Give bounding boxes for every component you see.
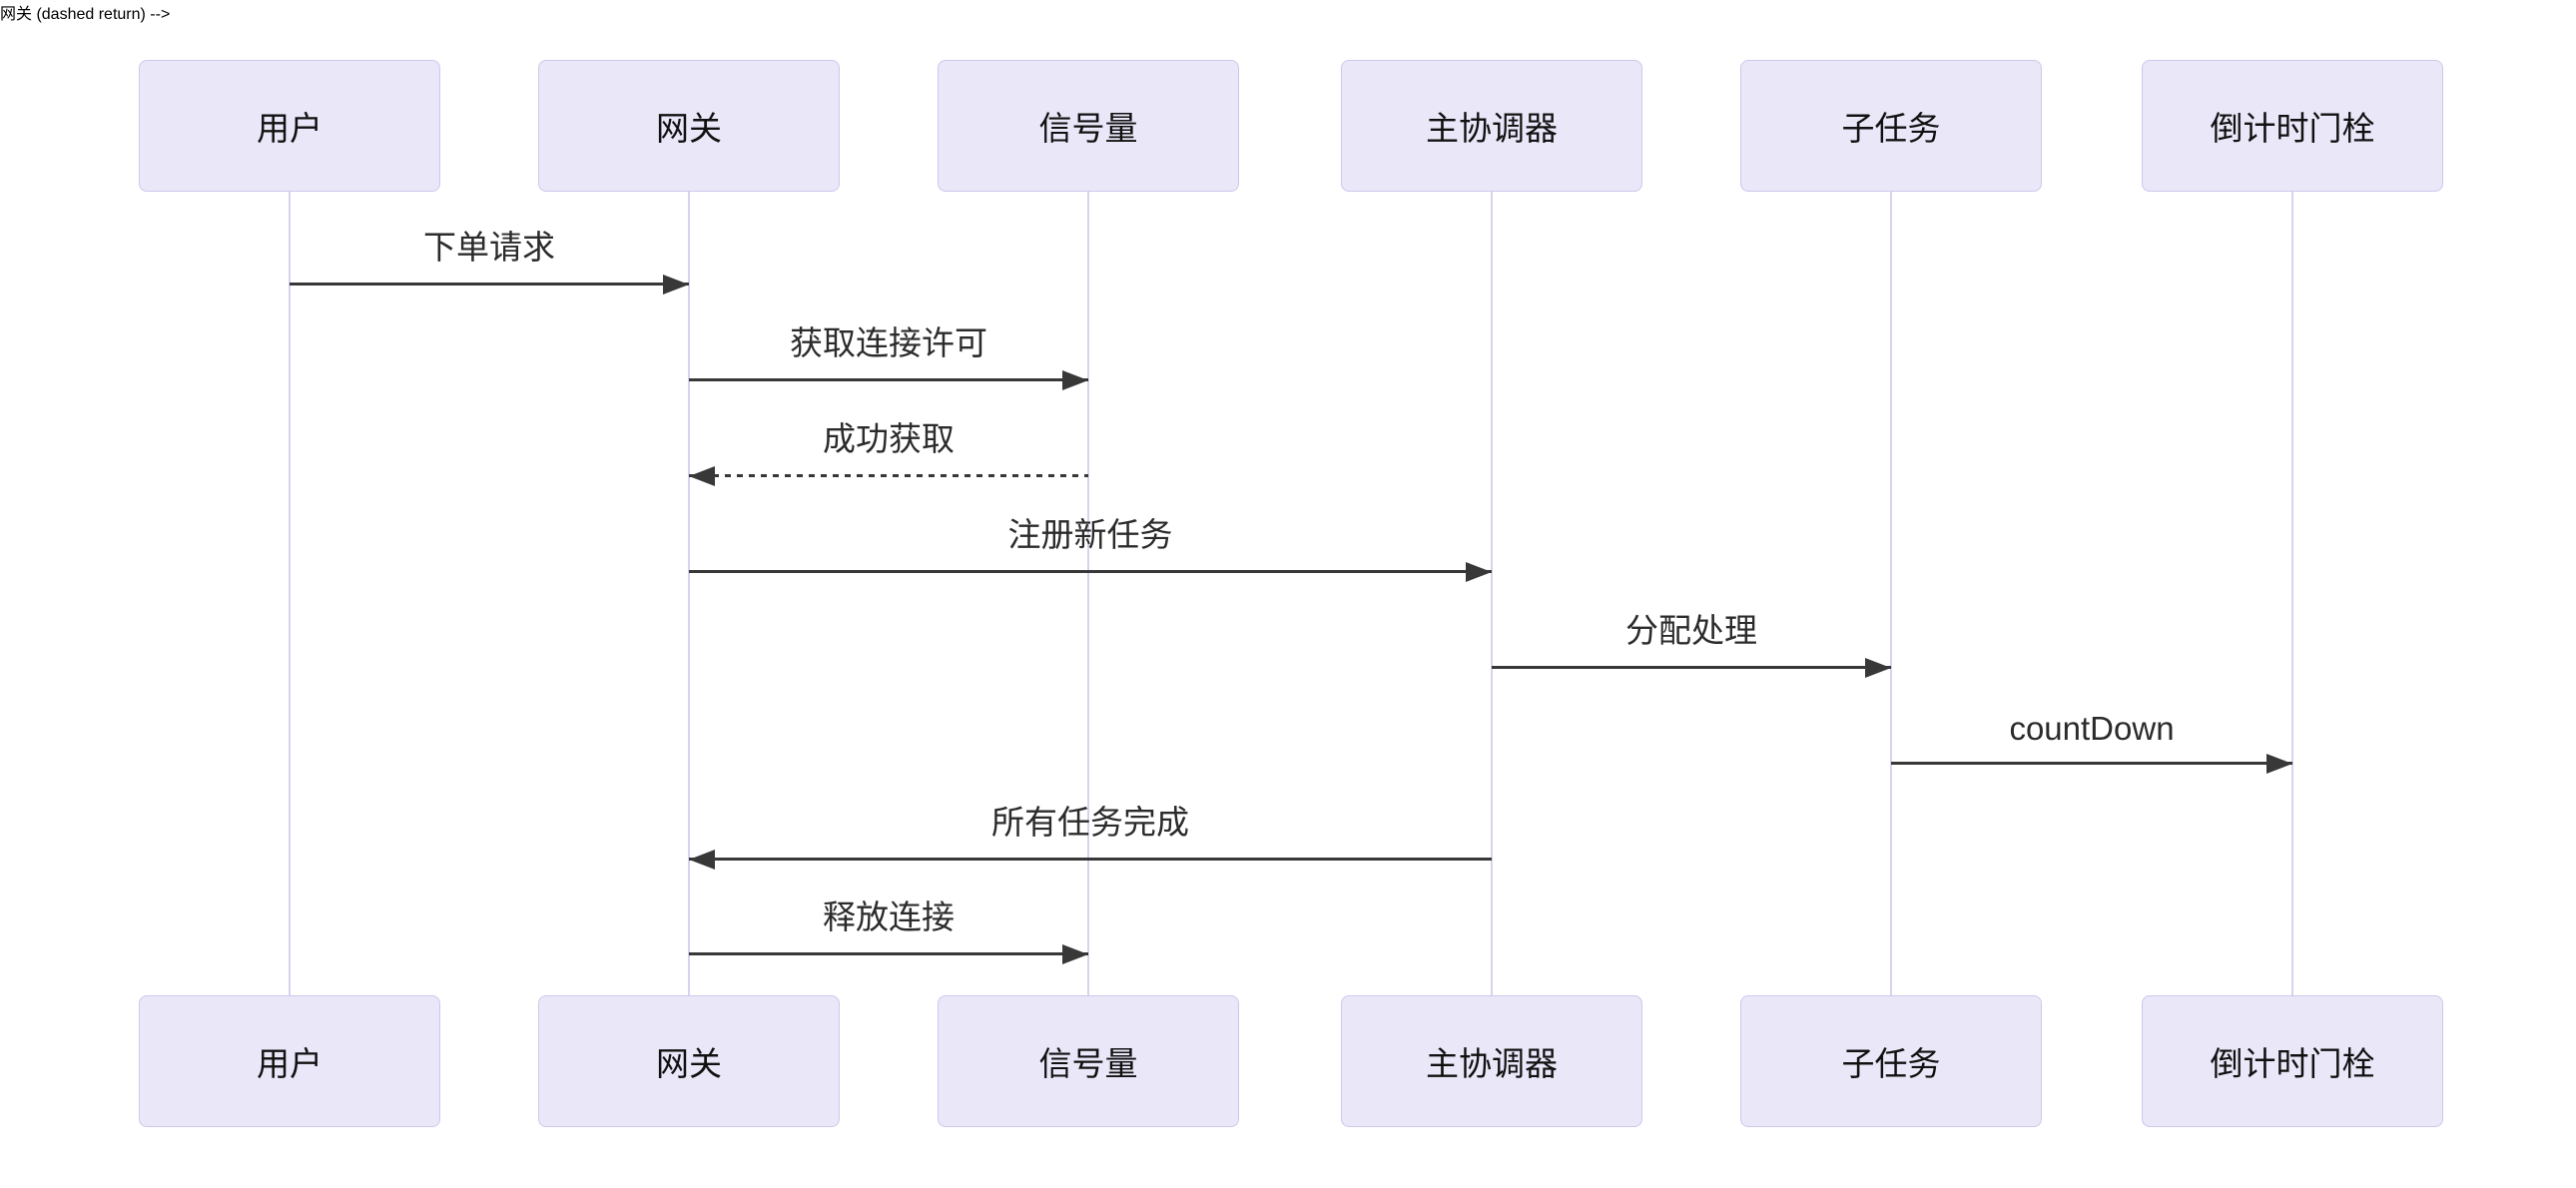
message-register-task: 注册新任务 <box>689 516 1492 582</box>
actor-top-coordinator: 主协调器 <box>1341 60 1642 192</box>
message-all-tasks-done: 所有任务完成 <box>689 804 1492 870</box>
message-release-connection: 释放连接 <box>689 898 1088 964</box>
actor-bottom-subtask: 子任务 <box>1740 995 2042 1127</box>
arrowhead-right-icon <box>1865 657 1891 678</box>
arrowhead-right-icon <box>1062 369 1088 390</box>
actor-top-semaphore: 信号量 <box>938 60 1239 192</box>
actor-bottom-countdown-latch: 倒计时门栓 <box>2142 995 2443 1127</box>
message-line <box>1492 666 1891 669</box>
message-line <box>689 952 1088 955</box>
arrowhead-right-icon <box>1466 561 1492 582</box>
message-line <box>689 858 1492 861</box>
message-line <box>290 283 689 286</box>
arrowhead-right-icon <box>1062 943 1088 964</box>
lifeline-subtask <box>1890 192 1892 995</box>
actor-bottom-semaphore: 信号量 <box>938 995 1239 1127</box>
lifeline-semaphore <box>1087 192 1089 995</box>
lifeline-gateway <box>688 192 690 995</box>
arrowhead-left-icon <box>689 465 715 486</box>
actor-bottom-coordinator: 主协调器 <box>1341 995 1642 1127</box>
message-countdown: countDown <box>1891 710 2292 774</box>
actor-bottom-user: 用户 <box>139 995 440 1127</box>
message-label: countDown <box>2009 710 2175 747</box>
message-label: 分配处理 <box>1625 612 1757 649</box>
lifeline-coordinator <box>1491 192 1493 995</box>
message-line-dashed <box>689 474 1088 477</box>
actor-top-countdown-latch: 倒计时门栓 <box>2142 60 2443 192</box>
message-acquire-permit: 获取连接许可 <box>689 324 1088 390</box>
actor-bottom-gateway: 网关 <box>538 995 840 1127</box>
arrowhead-right-icon <box>663 274 689 295</box>
actor-top-gateway: 网关 <box>538 60 840 192</box>
actor-top-subtask: 子任务 <box>1740 60 2042 192</box>
arrowhead-right-icon <box>2266 753 2292 774</box>
arrowhead-left-icon <box>689 849 715 870</box>
message-label: 下单请求 <box>423 229 555 266</box>
lifeline-countdown-latch <box>2291 192 2293 995</box>
message-order-request: 下单请求 <box>290 229 689 295</box>
message-label: 注册新任务 <box>1007 516 1173 553</box>
message-line <box>689 570 1492 573</box>
message-line <box>689 378 1088 381</box>
message-assign-processing: 分配处理 <box>1492 612 1891 678</box>
message-label: 获取连接许可 <box>790 324 987 361</box>
message-label: 所有任务完成 <box>991 804 1189 841</box>
message-label: 成功获取 <box>823 420 955 457</box>
message-label: 释放连接 <box>823 898 955 935</box>
message-acquire-success: 成功获取 <box>689 420 1088 486</box>
message-line <box>1891 762 2292 765</box>
actor-top-user: 用户 <box>139 60 440 192</box>
lifeline-user <box>289 192 291 995</box>
